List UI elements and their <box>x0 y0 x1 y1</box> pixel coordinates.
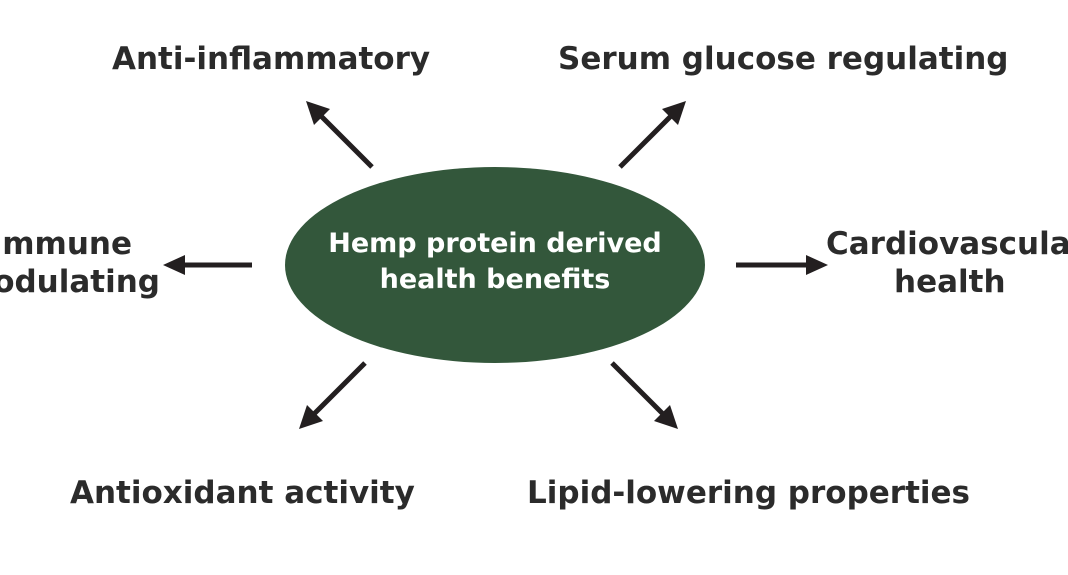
center-label-line1: Hemp protein derived <box>328 228 662 259</box>
label-cardiovascular-health: Cardiovascular health <box>826 225 1068 301</box>
label-antioxidant-activity: Antioxidant activity <box>70 475 415 511</box>
center-ellipse <box>285 167 705 363</box>
arrow-serum-glucose <box>618 101 686 169</box>
label-lipid-lowering: Lipid-lowering properties <box>527 475 971 511</box>
center-label-line2: health benefits <box>379 264 611 295</box>
arrow-immune <box>163 255 252 275</box>
label-immune-line2: modulating <box>0 264 160 300</box>
label-anti-inflammatory: Anti-inflammatory <box>112 41 431 77</box>
arrow-antioxidant <box>299 361 367 429</box>
label-cardio-line2: health <box>894 264 1006 300</box>
label-cardio-line1: Cardiovascular <box>826 226 1068 262</box>
label-immune-modulating: Immune modulating <box>0 225 160 301</box>
label-immune-line1: Immune <box>0 226 132 262</box>
center-label: Hemp protein derived health benefits <box>300 226 690 298</box>
label-serum-glucose: Serum glucose regulating <box>558 41 1009 77</box>
arrow-cardiovascular <box>736 255 828 275</box>
arrow-anti-inflammatory <box>306 101 374 169</box>
arrow-lipid-lowering <box>610 361 678 429</box>
